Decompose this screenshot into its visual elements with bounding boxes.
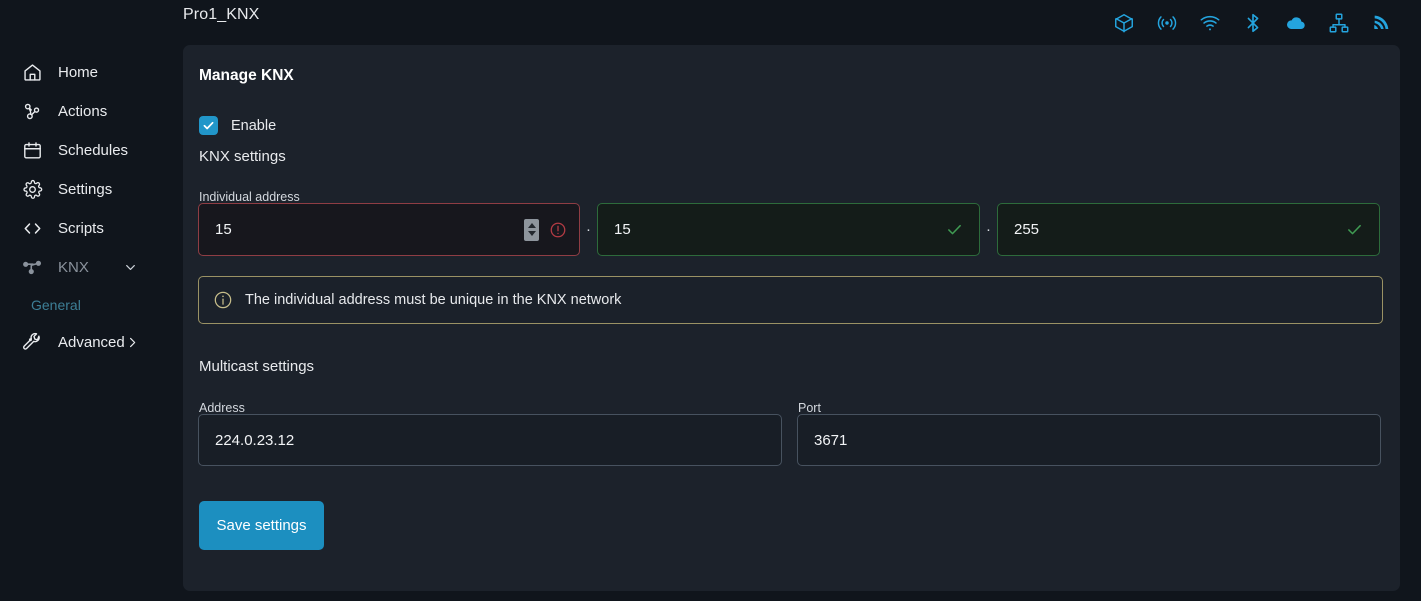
rss-signal-icon[interactable] — [1371, 12, 1393, 34]
chevron-down-icon[interactable] — [124, 261, 137, 274]
number-stepper[interactable] — [524, 218, 539, 241]
individual-address-row: . . — [198, 202, 1383, 257]
radio-signal-icon[interactable] — [1156, 12, 1178, 34]
enable-checkbox[interactable] — [199, 116, 218, 135]
actions-icon — [22, 101, 43, 122]
panel-title: Manage KNX — [199, 67, 294, 84]
address-separator-1: . — [586, 217, 591, 235]
address-separator-2: . — [986, 217, 991, 235]
wrench-icon — [22, 332, 43, 353]
home-icon — [22, 62, 43, 83]
multicast-port-input[interactable] — [798, 431, 1380, 449]
knx-settings-heading: KNX settings — [199, 148, 286, 165]
multicast-settings-heading: Multicast settings — [199, 358, 315, 375]
enable-row: Enable — [199, 116, 276, 135]
stepper-down-icon[interactable] — [527, 231, 536, 236]
sidebar: Home Actions Schedules — [0, 45, 183, 601]
cloud-icon[interactable] — [1285, 12, 1307, 34]
package-icon[interactable] — [1113, 12, 1135, 34]
sidebar-item-home[interactable]: Home — [0, 53, 183, 92]
error-icon — [549, 221, 567, 239]
sidebar-item-label: Schedules — [58, 142, 129, 159]
top-header: Pro1_KNX — [0, 0, 1421, 45]
sidebar-item-advanced[interactable]: Advanced — [0, 323, 183, 362]
info-banner: The individual address must be unique in… — [198, 276, 1383, 324]
page-title: Pro1_KNX — [183, 6, 260, 23]
sidebar-item-label: KNX — [58, 259, 89, 276]
multicast-address-input[interactable] — [199, 431, 781, 449]
sidebar-item-label: Actions — [58, 103, 108, 120]
sidebar-item-settings[interactable]: Settings — [0, 170, 183, 209]
gear-icon — [22, 179, 43, 200]
valid-check-icon — [946, 221, 963, 238]
sidebar-item-scripts[interactable]: Scripts — [0, 209, 183, 248]
sidebar-subitem-label: General — [31, 297, 81, 313]
info-banner-text: The individual address must be unique in… — [245, 292, 622, 308]
manage-knx-panel: Manage KNX Enable KNX settings Individua… — [183, 45, 1400, 591]
sidebar-item-label: Settings — [58, 181, 113, 198]
network-icon[interactable] — [1328, 12, 1350, 34]
code-icon — [22, 218, 43, 239]
bluetooth-icon[interactable] — [1242, 12, 1264, 34]
valid-check-icon — [1346, 221, 1363, 238]
sidebar-item-schedules[interactable]: Schedules — [0, 131, 183, 170]
multicast-address-field[interactable] — [198, 414, 782, 466]
individual-address-field-area[interactable] — [198, 203, 580, 256]
calendar-icon — [22, 140, 43, 161]
individual-address-device-input[interactable] — [998, 221, 1346, 238]
save-settings-button[interactable]: Save settings — [199, 501, 324, 550]
multicast-port-label: Port — [798, 401, 821, 415]
sidebar-item-actions[interactable]: Actions — [0, 92, 183, 131]
individual-address-line-input[interactable] — [598, 221, 946, 238]
individual-address-label: Individual address — [199, 190, 300, 204]
wifi-icon[interactable] — [1199, 12, 1221, 34]
stepper-up-icon[interactable] — [527, 223, 536, 228]
knx-node-icon — [22, 257, 43, 278]
sidebar-item-label: Advanced — [58, 334, 125, 351]
sidebar-item-label: Scripts — [58, 220, 104, 237]
individual-address-field-line[interactable] — [597, 203, 980, 256]
sidebar-item-knx[interactable]: KNX — [0, 248, 183, 287]
info-icon — [213, 290, 233, 310]
sidebar-item-label: Home — [58, 64, 99, 81]
multicast-address-label: Address — [199, 401, 245, 415]
check-icon — [203, 121, 214, 130]
individual-address-field-device[interactable] — [997, 203, 1380, 256]
chevron-right-icon[interactable] — [126, 336, 139, 349]
sidebar-item-general[interactable]: General — [0, 287, 183, 323]
individual-address-area-input[interactable] — [199, 221, 524, 238]
header-status-icons — [1113, 0, 1393, 45]
enable-label: Enable — [231, 117, 277, 134]
multicast-port-field[interactable] — [797, 414, 1381, 466]
